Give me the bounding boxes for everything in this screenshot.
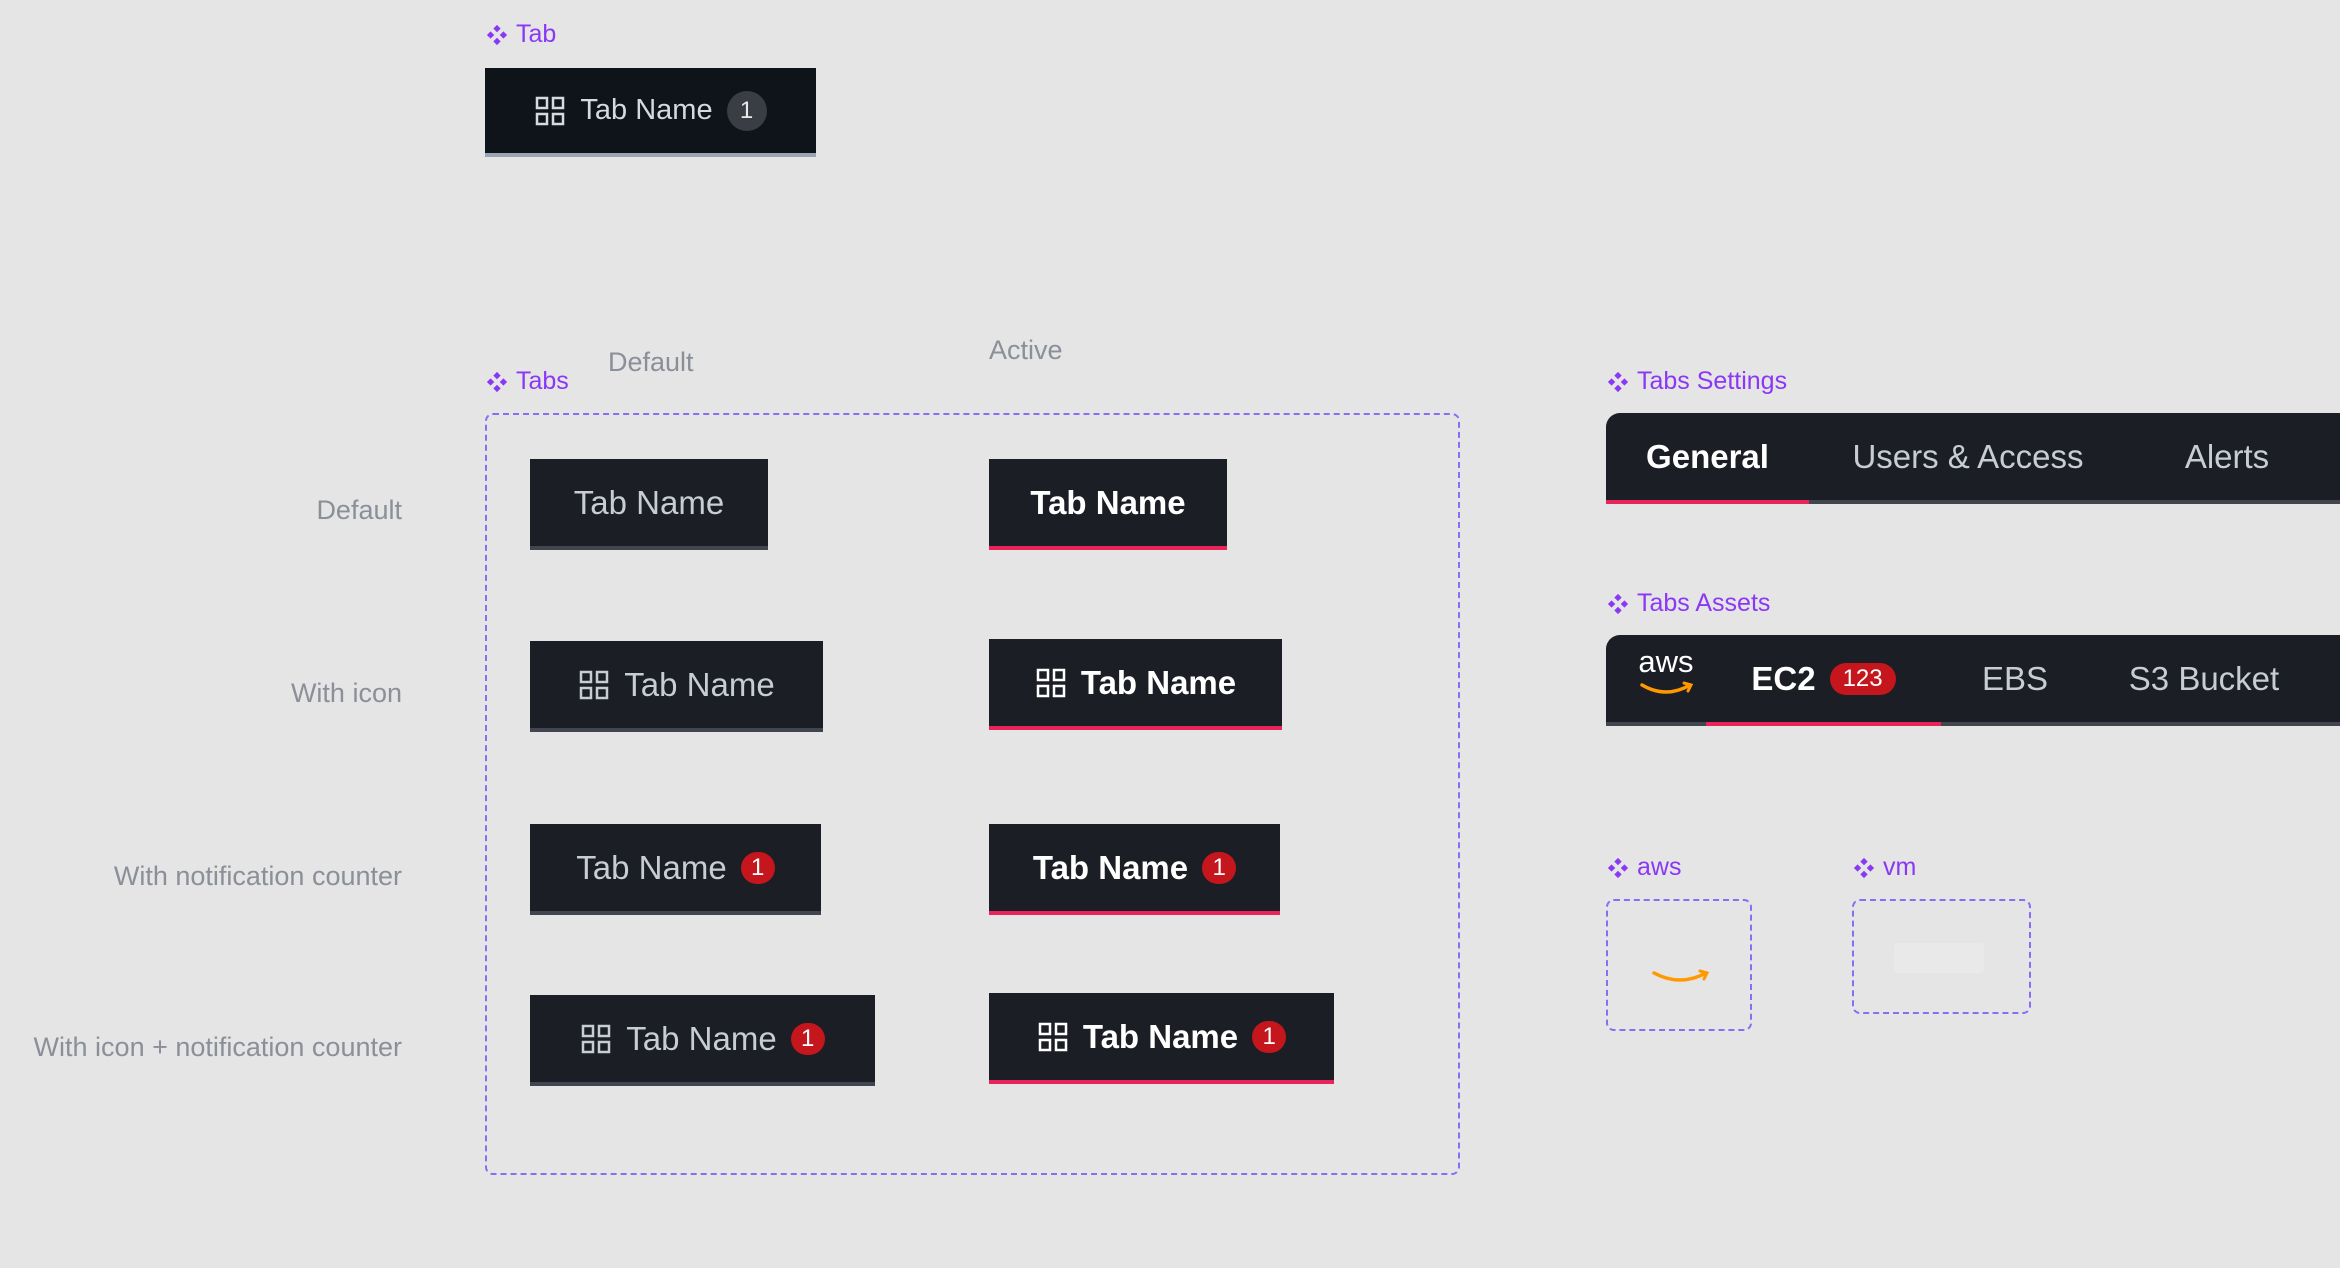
component-icon bbox=[486, 371, 508, 393]
tab-with-counter[interactable]: Tab Name 1 bbox=[530, 824, 821, 915]
tabs-component-label: Tabs bbox=[486, 367, 569, 396]
counter-badge: 123 bbox=[1829, 662, 1896, 695]
tab-default[interactable]: Tab Name bbox=[530, 459, 768, 550]
tab-with-icon-active[interactable]: Tab Name bbox=[989, 639, 1282, 730]
tab-users-access[interactable]: Users & Access bbox=[1852, 437, 2084, 475]
counter-badge: 1 bbox=[1252, 1020, 1287, 1053]
grid-icon bbox=[1035, 667, 1067, 699]
aws-smile-icon bbox=[1640, 681, 1694, 694]
grid-icon bbox=[580, 1023, 612, 1055]
grid-icon bbox=[534, 95, 566, 127]
row-label-with-counter: With notification counter bbox=[113, 861, 402, 891]
tab-with-icon-counter-active[interactable]: Tab Name 1 bbox=[989, 993, 1334, 1084]
tab-ebs[interactable]: EBS bbox=[1981, 659, 2049, 697]
aws-smile-icon bbox=[1652, 969, 1710, 982]
counter-badge: 1 bbox=[726, 90, 767, 131]
grid-icon bbox=[1037, 1021, 1069, 1053]
component-icon bbox=[1607, 593, 1629, 615]
component-icon bbox=[1853, 857, 1875, 879]
tab-with-counter-active[interactable]: Tab Name 1 bbox=[989, 824, 1280, 915]
tabs-assets-bar: aws EC2 123 EBS S3 Bucket bbox=[1606, 635, 2340, 726]
row-label-with-icon: With icon bbox=[290, 678, 402, 708]
aws-logo-icon: aws bbox=[1636, 645, 1696, 705]
counter-badge: 1 bbox=[740, 851, 775, 884]
counter-badge: 1 bbox=[1202, 851, 1237, 884]
vmware-logo-icon bbox=[1894, 943, 1984, 973]
component-icon bbox=[1607, 857, 1629, 879]
vm-component-frame bbox=[1852, 899, 2031, 1014]
column-label-default: Default bbox=[608, 347, 694, 377]
component-icon bbox=[1607, 371, 1629, 393]
tab-component-label: Tab bbox=[486, 20, 556, 49]
row-label-default: Default bbox=[316, 495, 402, 525]
tab-general[interactable]: General bbox=[1606, 413, 1809, 504]
tab-alerts[interactable]: Alerts bbox=[2184, 437, 2270, 475]
vm-component-label: vm bbox=[1853, 853, 1916, 882]
grid-icon bbox=[578, 669, 610, 701]
aws-component-frame bbox=[1606, 899, 1752, 1031]
counter-badge: 1 bbox=[790, 1022, 825, 1055]
tabs-assets-label: Tabs Assets bbox=[1607, 589, 1770, 618]
row-label-with-icon-counter: With icon + notification counter bbox=[33, 1032, 402, 1062]
tabs-settings-label: Tabs Settings bbox=[1607, 367, 1787, 396]
tab-default-active[interactable]: Tab Name bbox=[989, 459, 1227, 550]
aws-component-label: aws bbox=[1607, 853, 1681, 882]
tab-with-icon-counter[interactable]: Tab Name 1 bbox=[530, 995, 875, 1086]
tab-s3-bucket[interactable]: S3 Bucket bbox=[2128, 659, 2280, 697]
tab-with-icon[interactable]: Tab Name bbox=[530, 641, 823, 732]
tab-sample[interactable]: Tab Name 1 bbox=[485, 68, 816, 157]
column-label-active: Active bbox=[989, 335, 1063, 365]
tab-label: Tab Name bbox=[580, 94, 713, 126]
tabs-settings-bar: General Users & Access Alerts bbox=[1606, 413, 2340, 504]
tabs-variants-frame bbox=[485, 413, 1460, 1175]
tab-ec2[interactable]: EC2 123 bbox=[1706, 635, 1941, 726]
component-icon bbox=[486, 24, 508, 46]
